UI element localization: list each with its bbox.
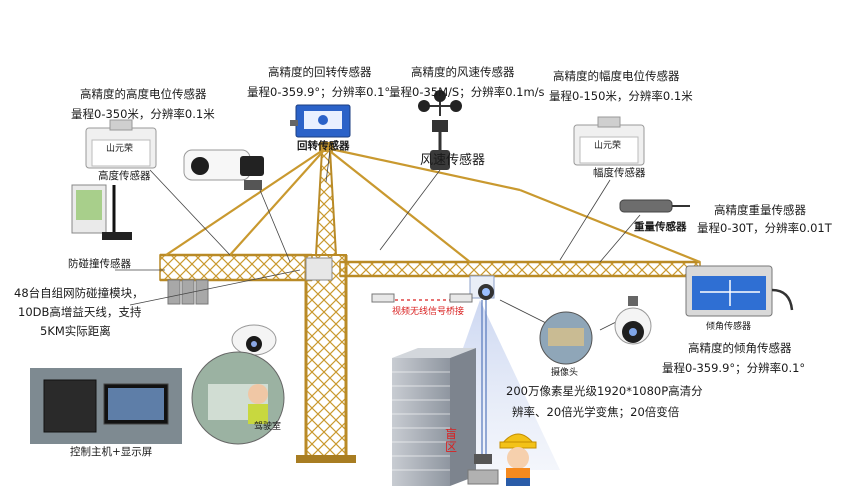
blind-zone-label: 盲区 (445, 427, 458, 455)
luffing-sensor-title: 高精度的幅度电位传感器 (553, 69, 680, 83)
ptz-camera-device (614, 296, 652, 345)
anticollision-module-device (71, 184, 132, 240)
wind-sensor-caption: 风速传感器 (420, 153, 486, 168)
weight-sensor-device (619, 199, 690, 213)
bridge-unit-right (449, 293, 473, 303)
camera-desc-line2: 辨率、20倍光学变焦；20倍变倍 (512, 405, 680, 419)
cab-photo-inset (191, 351, 285, 445)
anticollision-desc-line2: 10DB高增益天线，支持 (18, 305, 142, 319)
anticollision-caption: 防碰撞传感器 (68, 258, 131, 270)
height-sensor-device-text: 山元荣 (106, 144, 134, 154)
slew-sensor-device (290, 104, 351, 138)
wind-sensor-title: 高精度的风速传感器 (411, 65, 515, 79)
luffing-sensor-caption: 幅度传感器 (593, 167, 646, 179)
height-sensor-device (85, 119, 157, 169)
tilt-sensor-title: 高精度的倾角传感器 (688, 341, 792, 355)
anticollision-desc-line3: 5KM实际距离 (40, 324, 111, 338)
weight-sensor-caption: 重量传感器 (634, 221, 687, 233)
slew-sensor-title: 高精度的回转传感器 (268, 65, 372, 79)
worker-figure (499, 433, 537, 486)
camera-view-inset (539, 311, 593, 365)
crane-tie-rods (165, 146, 701, 264)
tilt-sensor-spec: 量程0-359.9°；分辨率0.1° (662, 361, 806, 375)
camera-desc-line1: 200万像素星光级1920*1080P高清分 (506, 384, 703, 398)
camera-caption: 摄像头 (551, 368, 579, 378)
tilt-sensor-caption: 倾角传感器 (706, 322, 752, 332)
crane-cab (305, 257, 333, 281)
crane-top-mast (314, 142, 338, 256)
cab-label: 驾驶室 (254, 422, 282, 432)
luffing-sensor-spec: 量程0-150米，分辨率0.1米 (549, 89, 693, 103)
control-host-photo (30, 368, 182, 444)
crane-counter-jib (159, 253, 313, 305)
trolley-camera (478, 284, 494, 300)
tilt-sensor-device (685, 265, 794, 317)
luffing-sensor-device-text: 山元荣 (594, 141, 622, 151)
leader-lines (115, 149, 721, 341)
slew-sensor-caption: 回转传感器 (297, 140, 350, 152)
control-host-caption: 控制主机+显示屏 (70, 446, 153, 458)
crane-jib (339, 260, 701, 278)
height-sensor-caption: 高度传感器 (98, 170, 151, 182)
weight-sensor-spec: 量程0-30T，分辨率0.01T (697, 221, 832, 235)
wireless-bridge-label: 视频无线信号桥接 (392, 307, 465, 317)
dome-camera-device (231, 324, 277, 356)
building (392, 348, 476, 486)
bullet-camera-device (183, 149, 264, 190)
trolley-and-hook (467, 275, 499, 485)
luffing-sensor-device (573, 116, 645, 166)
slew-sensor-spec: 量程0-359.9°；分辨率0.1° (247, 85, 391, 99)
bridge-unit-left (371, 293, 395, 303)
anemometer-device (418, 90, 462, 170)
height-sensor-title: 高精度的高度电位传感器 (80, 87, 207, 101)
crane-tower (296, 254, 356, 463)
weight-sensor-title: 高精度重量传感器 (714, 203, 806, 217)
anticollision-desc-line1: 48台自组网防碰撞模块， (14, 286, 144, 300)
height-sensor-spec: 量程0-350米，分辨率0.1米 (71, 107, 215, 121)
wind-sensor-spec: 量程0-35M/S；分辨率0.1m/s (389, 85, 545, 99)
